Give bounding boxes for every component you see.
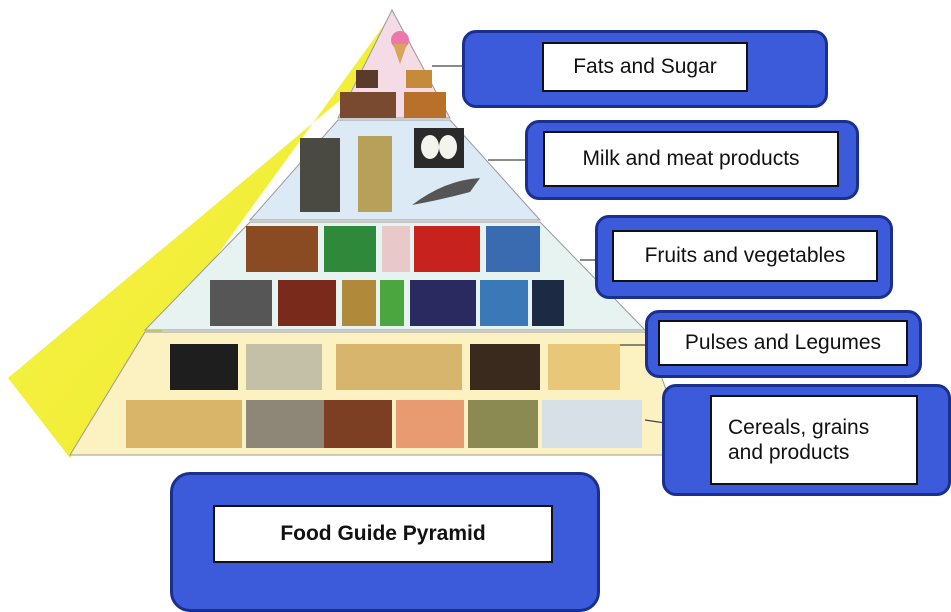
label-pulses-legumes: Pulses and Legumes — [658, 320, 908, 366]
cereals-grains-foods — [126, 400, 642, 448]
fats-sugar-foods — [340, 31, 446, 118]
ice-cream-cone-icon — [391, 31, 409, 64]
label-fats-sugar: Fats and Sugar — [542, 42, 748, 92]
pulses-legumes-foods — [170, 344, 620, 390]
label-milk-meat: Milk and meat products — [543, 131, 839, 187]
label-fruits-veg: Fruits and vegetables — [612, 230, 878, 282]
fruits-veg-foods — [210, 226, 564, 326]
egg-icon — [421, 135, 439, 159]
page-title: Food Guide Pyramid — [213, 505, 553, 563]
tier-milk-meat-band — [248, 119, 542, 221]
yellow-beam — [8, 14, 392, 458]
fish-icon — [412, 178, 480, 205]
milk-meat-foods — [300, 128, 480, 212]
